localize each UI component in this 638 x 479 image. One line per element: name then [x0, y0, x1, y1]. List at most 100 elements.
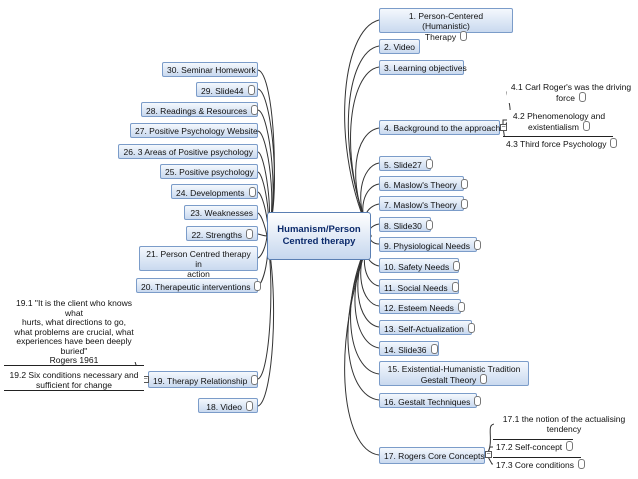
topic-30[interactable]: 30. Seminar Homework [162, 62, 258, 77]
topic-19[interactable]: 19. Therapy Relationship [148, 371, 259, 388]
topic-11-label: 11. Social Needs [384, 283, 448, 293]
topic-21-line1: 21. Person Centred therapy in [146, 249, 251, 269]
attachment-icon[interactable] [425, 159, 433, 169]
central-topic-line1: Humanism/Person [277, 224, 361, 235]
attachment-icon[interactable] [474, 240, 481, 250]
attachment-icon[interactable] [577, 459, 585, 469]
attachment-icon[interactable] [246, 401, 253, 411]
topic-29[interactable]: 29. Slide44 [196, 82, 258, 97]
subtopic-19-2-line2: sufficient for change [36, 380, 112, 390]
attachment-icon[interactable] [247, 85, 255, 95]
topic-13[interactable]: 13. Self-Actualization [379, 320, 475, 335]
subtopic-19-1[interactable]: 19.1 "It is the client who knows what hu… [4, 298, 144, 365]
attachment-icon[interactable] [610, 138, 618, 148]
topic-1[interactable]: 1. Person-Centered (Humanistic)Therapy [379, 8, 513, 42]
topic-27-label: 27. Positive Psychology Website [135, 126, 258, 136]
attachment-icon[interactable] [430, 344, 438, 354]
topic-8-label: 8. Slide30 [384, 221, 422, 231]
attachment-icon[interactable] [467, 323, 475, 333]
subtopic-17-2[interactable]: 17.2 Self-concept [493, 439, 574, 454]
topic-13-label: 13. Self-Actualization [384, 324, 464, 334]
topic-24[interactable]: 24. Developments [171, 184, 258, 199]
topic-17[interactable]: 17. Rogers Core Concepts [379, 447, 485, 464]
topic-2[interactable]: 2. Video [379, 39, 420, 54]
topic-28[interactable]: 28. Readings & Resources [141, 102, 259, 117]
topic-16[interactable]: 16. Gestalt Techniques [379, 393, 482, 408]
attachment-icon[interactable] [251, 375, 259, 385]
topic-21-line2: action [187, 269, 210, 279]
attachment-icon[interactable] [474, 396, 482, 406]
attachment-icon[interactable] [425, 220, 433, 230]
subtopic-19-1-line1: 19.1 "It is the client who knows what [16, 298, 132, 318]
attachment-icon[interactable] [246, 229, 253, 239]
topic-23-label: 23. Weaknesses [190, 208, 253, 218]
topic-19-label: 19. Therapy Relationship [153, 376, 248, 386]
topic-16-label: 16. Gestalt Techniques [384, 397, 471, 407]
topic-17-label: 17. Rogers Core Concepts [384, 451, 485, 461]
topic-5[interactable]: 5. Slide27 [379, 156, 433, 171]
subtopic-4-1-line1: 4.1 Carl Roger's was the driving [510, 82, 632, 92]
topic-1-line1: 1. Person-Centered (Humanistic) [408, 11, 484, 31]
topic-5-label: 5. Slide27 [384, 160, 422, 170]
attachment-icon[interactable] [460, 31, 468, 41]
collapse-toggle[interactable]: − [500, 124, 507, 131]
topic-3-label: 3. Learning objectives [384, 63, 467, 73]
attachment-icon[interactable] [578, 92, 586, 102]
topic-20[interactable]: 20. Therapeutic interventions [136, 278, 262, 293]
topic-26[interactable]: 26. 3 Areas of Positive psychology [118, 144, 258, 159]
topic-20-label: 20. Therapeutic interventions [141, 282, 251, 292]
attachment-icon[interactable] [453, 261, 461, 271]
topic-2-label: 2. Video [384, 42, 416, 52]
attachment-icon[interactable] [457, 302, 465, 312]
topic-15-line1: 15. Existential-Humanistic Tradition [387, 364, 521, 374]
topic-12[interactable]: 12. Esteem Needs [379, 299, 465, 314]
attachment-icon[interactable] [451, 282, 459, 292]
subtopic-4-3[interactable]: 4.3 Third force Psychology [503, 136, 618, 151]
subtopic-4-2-line2: existentialism [527, 122, 580, 132]
subtopic-17-2-label: 17.2 Self-concept [496, 442, 563, 452]
attachment-icon[interactable] [460, 199, 468, 209]
topic-15-line2: Gestalt Theory [420, 375, 477, 385]
collapse-toggle[interactable]: − [485, 451, 492, 458]
topic-4[interactable]: 4. Background to the approach [379, 120, 500, 135]
topic-3[interactable]: 3. Learning objectives [379, 60, 467, 75]
topic-14[interactable]: 14. Slide36 [379, 341, 439, 356]
topic-10[interactable]: 10. Safety Needs [379, 258, 461, 273]
subtopic-19-2-line1: 19.2 Six conditions necessary and [9, 370, 139, 380]
topic-23[interactable]: 23. Weaknesses [184, 205, 258, 220]
subtopic-17-3[interactable]: 17.3 Core conditions [493, 457, 585, 472]
subtopic-17-3-label: 17.3 Core conditions [496, 460, 574, 470]
attachment-icon[interactable] [583, 121, 591, 131]
subtopic-19-1-line5: buried" [60, 345, 88, 356]
subtopic-19-1-line2: hurts, what directions to go, [22, 317, 126, 327]
subtopic-19-1-line6: Rogers 1961 [49, 355, 99, 365]
topic-25-label: 25. Positive psychology [165, 167, 254, 177]
topic-29-label: 29. Slide44 [201, 86, 244, 96]
topic-8[interactable]: 8. Slide30 [379, 217, 433, 232]
attachment-icon[interactable] [480, 374, 488, 384]
topic-18-label: 18. Video [206, 402, 242, 412]
topic-12-label: 12. Esteem Needs [384, 303, 454, 313]
topic-11[interactable]: 11. Social Needs [379, 279, 459, 294]
attachment-icon[interactable] [248, 187, 256, 197]
topic-6[interactable]: 6. Maslow's Theory [379, 176, 468, 191]
attachment-icon[interactable] [566, 441, 574, 451]
topic-22[interactable]: 22. Strengths [186, 226, 258, 241]
topic-7[interactable]: 7. Maslow's Theory [379, 196, 468, 211]
attachment-icon[interactable] [254, 281, 262, 291]
topic-9[interactable]: 9. Physiological Needs [379, 237, 481, 252]
subtopic-19-1-line3: what problems are crucial, what [14, 326, 134, 337]
topic-18[interactable]: 18. Video [198, 398, 258, 413]
attachment-icon[interactable] [251, 105, 259, 115]
subtopic-4-3-label: 4.3 Third force Psychology [506, 139, 607, 149]
topic-27[interactable]: 27. Positive Psychology Website [130, 123, 258, 138]
attachment-icon[interactable] [460, 179, 468, 189]
topic-25[interactable]: 25. Positive psychology [160, 164, 258, 179]
